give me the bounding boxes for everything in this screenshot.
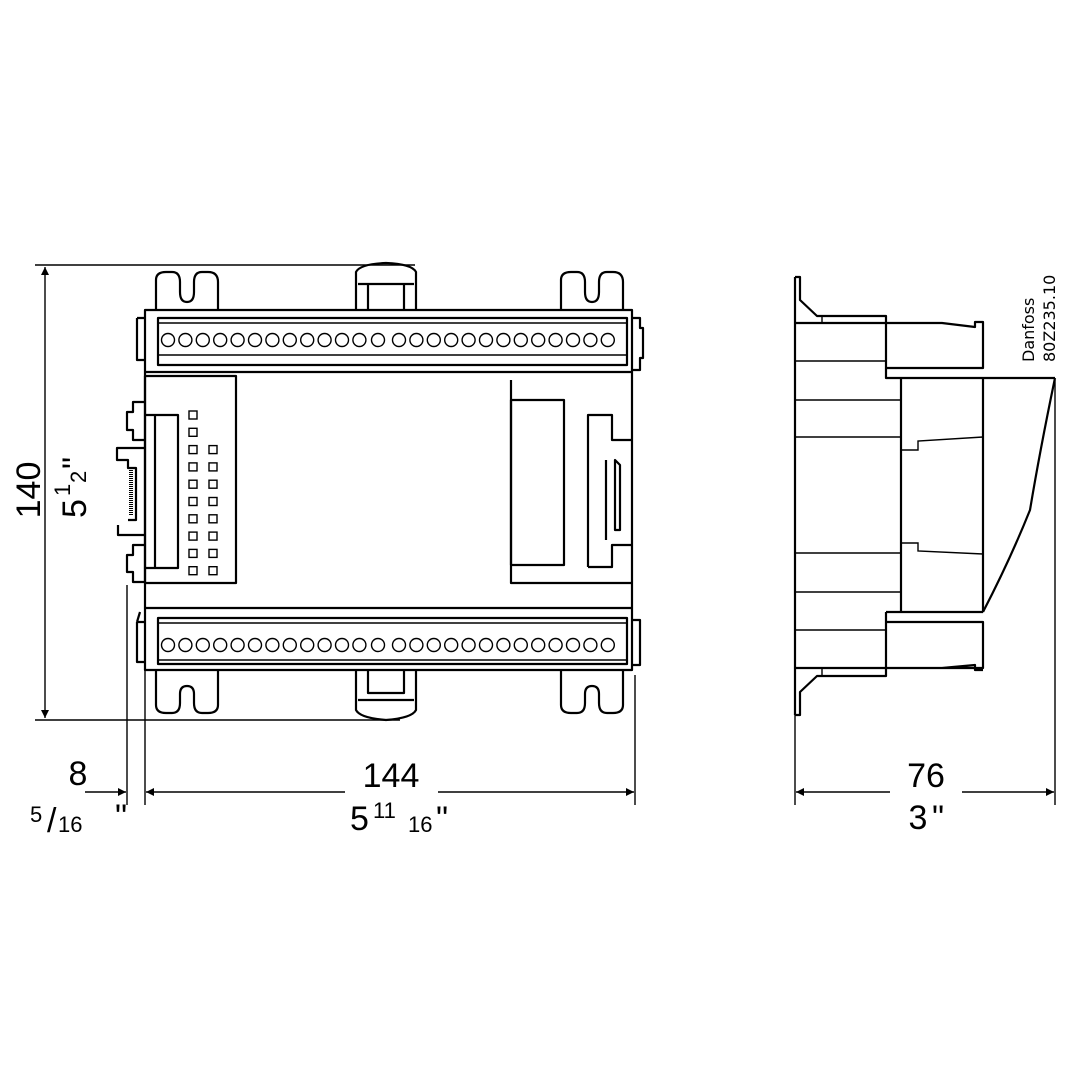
rail-offset-in-num: 5 bbox=[30, 802, 42, 827]
terminal-screw bbox=[496, 637, 511, 653]
terminal-screw bbox=[444, 332, 459, 348]
terminal-screw bbox=[247, 332, 263, 348]
terminal-screw bbox=[391, 332, 407, 348]
led-indicator bbox=[188, 548, 198, 559]
terminal-screw bbox=[531, 332, 546, 348]
terminal-screw bbox=[513, 637, 528, 653]
led-indicator bbox=[188, 531, 198, 541]
terminal-screw bbox=[230, 332, 245, 348]
led-indicator bbox=[208, 496, 218, 507]
terminal-screw bbox=[583, 637, 598, 653]
led-indicator bbox=[188, 514, 198, 524]
led-indicator bbox=[208, 444, 218, 455]
depth-in: 3 bbox=[909, 799, 928, 837]
terminal-screw bbox=[195, 332, 211, 348]
height-in-num: 1 bbox=[50, 484, 75, 496]
terminal-screw bbox=[548, 332, 563, 348]
terminal-screw bbox=[583, 332, 598, 348]
depth-mm: 76 bbox=[907, 757, 945, 795]
terminal-screw bbox=[513, 332, 528, 348]
terminal-screw bbox=[409, 332, 424, 348]
terminal-screw bbox=[178, 637, 193, 653]
terminal-screw bbox=[212, 332, 228, 348]
terminal-screw bbox=[300, 332, 315, 348]
front-dimensions bbox=[35, 264, 636, 805]
terminal-screw bbox=[300, 637, 315, 653]
led-indicator bbox=[188, 566, 198, 576]
terminal-screw bbox=[565, 332, 581, 348]
terminal-screw bbox=[334, 332, 350, 348]
rail-offset-inch: " bbox=[115, 798, 127, 836]
terminal-screw bbox=[282, 332, 297, 348]
terminal-screw bbox=[230, 637, 245, 653]
led-indicator bbox=[208, 479, 218, 489]
terminal-screw bbox=[600, 332, 615, 348]
height-mm: 140 bbox=[10, 462, 48, 519]
led-indicator bbox=[188, 427, 198, 437]
terminal-screw bbox=[195, 637, 211, 653]
terminal-screw bbox=[178, 332, 193, 348]
led-indicator bbox=[208, 531, 218, 541]
terminal-screw bbox=[212, 637, 228, 653]
drawing-label: Danfoss 80Z235.10 bbox=[1019, 275, 1059, 362]
width-in-num: 11 bbox=[373, 798, 396, 823]
terminal-screw bbox=[426, 332, 441, 348]
terminal-screw bbox=[317, 637, 332, 653]
led-indicator bbox=[208, 462, 218, 472]
depth-inch: " bbox=[932, 799, 944, 837]
terminal-screw bbox=[247, 637, 263, 653]
terminal-screw bbox=[478, 332, 494, 348]
height-inch: " bbox=[56, 457, 94, 469]
terminal-screw bbox=[496, 332, 511, 348]
front-view bbox=[115, 261, 645, 722]
terminal-screw bbox=[160, 332, 176, 348]
terminal-screw bbox=[444, 637, 459, 653]
terminal-screw bbox=[461, 332, 476, 348]
terminal-screw bbox=[352, 637, 367, 653]
terminal-screw bbox=[370, 332, 386, 348]
terminal-screw bbox=[334, 637, 350, 653]
terminal-screw bbox=[370, 637, 386, 653]
led-indicator bbox=[208, 514, 218, 524]
terminal-screw bbox=[265, 332, 280, 348]
width-mm: 144 bbox=[363, 757, 420, 795]
led-indicator bbox=[208, 548, 218, 559]
height-label: 140 5 1 2 " bbox=[10, 457, 94, 518]
led-indicator bbox=[188, 410, 198, 420]
terminal-screw bbox=[565, 637, 581, 653]
terminal-screw bbox=[531, 637, 546, 653]
terminal-screw bbox=[600, 637, 615, 653]
terminal-screw bbox=[409, 637, 424, 653]
led-indicator bbox=[188, 479, 198, 489]
terminal-screw bbox=[317, 332, 332, 348]
led-indicator bbox=[208, 566, 218, 576]
height-in-den: 2 bbox=[66, 471, 91, 483]
drawing-code: 80Z235.10 bbox=[1040, 275, 1059, 362]
terminal-screw bbox=[461, 637, 476, 653]
led-indicator bbox=[188, 444, 198, 455]
width-in-whole: 5 bbox=[350, 800, 369, 838]
terminal-screw bbox=[478, 637, 494, 653]
side-view bbox=[793, 275, 1057, 717]
terminal-screw bbox=[426, 637, 441, 653]
bottom-terminal-row bbox=[160, 637, 615, 653]
top-terminal-row bbox=[160, 332, 615, 348]
led-indicators bbox=[188, 410, 218, 576]
brand-label: Danfoss bbox=[1019, 298, 1038, 362]
width-inch: " bbox=[436, 800, 448, 838]
led-indicator bbox=[188, 462, 198, 472]
height-in-whole: 5 bbox=[56, 499, 94, 518]
terminal-screw bbox=[352, 332, 367, 348]
fraction-slash: / bbox=[47, 802, 57, 840]
width-in-den: 16 bbox=[408, 812, 432, 837]
terminal-screw bbox=[282, 637, 297, 653]
terminal-screw bbox=[265, 637, 280, 653]
terminal-screw bbox=[548, 637, 563, 653]
rail-offset-in-den: 16 bbox=[58, 812, 82, 837]
terminal-screw bbox=[160, 637, 176, 653]
terminal-screw bbox=[391, 637, 407, 653]
led-indicator bbox=[188, 496, 198, 507]
rail-offset-mm: 8 bbox=[69, 755, 88, 793]
